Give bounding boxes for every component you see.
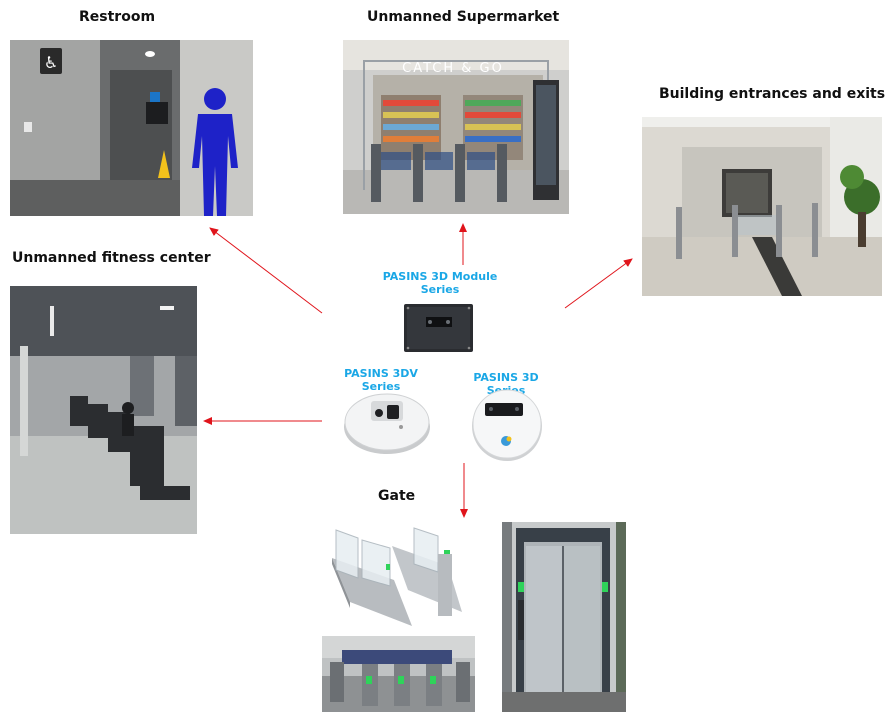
photo-building — [642, 117, 882, 296]
title-fitness: Unmanned fitness center — [12, 250, 211, 266]
title-supermarket: Unmanned Supermarket — [367, 9, 560, 25]
title-restroom: Restroom — [79, 9, 156, 25]
label-module-series: PASINS 3D Module Series — [382, 270, 498, 296]
device-3d-module — [404, 304, 473, 352]
photo-restroom: ♿ — [10, 40, 253, 216]
supermarket-store-sign: CATCH & GO — [402, 61, 504, 76]
photo-gate-swing — [328, 520, 463, 628]
arrow-to-restroom — [209, 227, 323, 314]
label-3dv-series: PASINS 3DV Series — [344, 367, 418, 393]
photo-supermarket: CATCH & GO — [343, 40, 569, 214]
device-3d — [471, 389, 543, 462]
photo-gate-station — [322, 636, 475, 712]
arrow-to-building — [564, 258, 633, 309]
svg-text:♿: ♿ — [44, 53, 58, 72]
device-3dv — [343, 389, 432, 458]
photo-fitness — [10, 286, 197, 534]
title-gate: Gate — [378, 488, 416, 504]
photo-gate-door — [502, 522, 626, 712]
title-building: Building entrances and exits — [659, 86, 886, 102]
